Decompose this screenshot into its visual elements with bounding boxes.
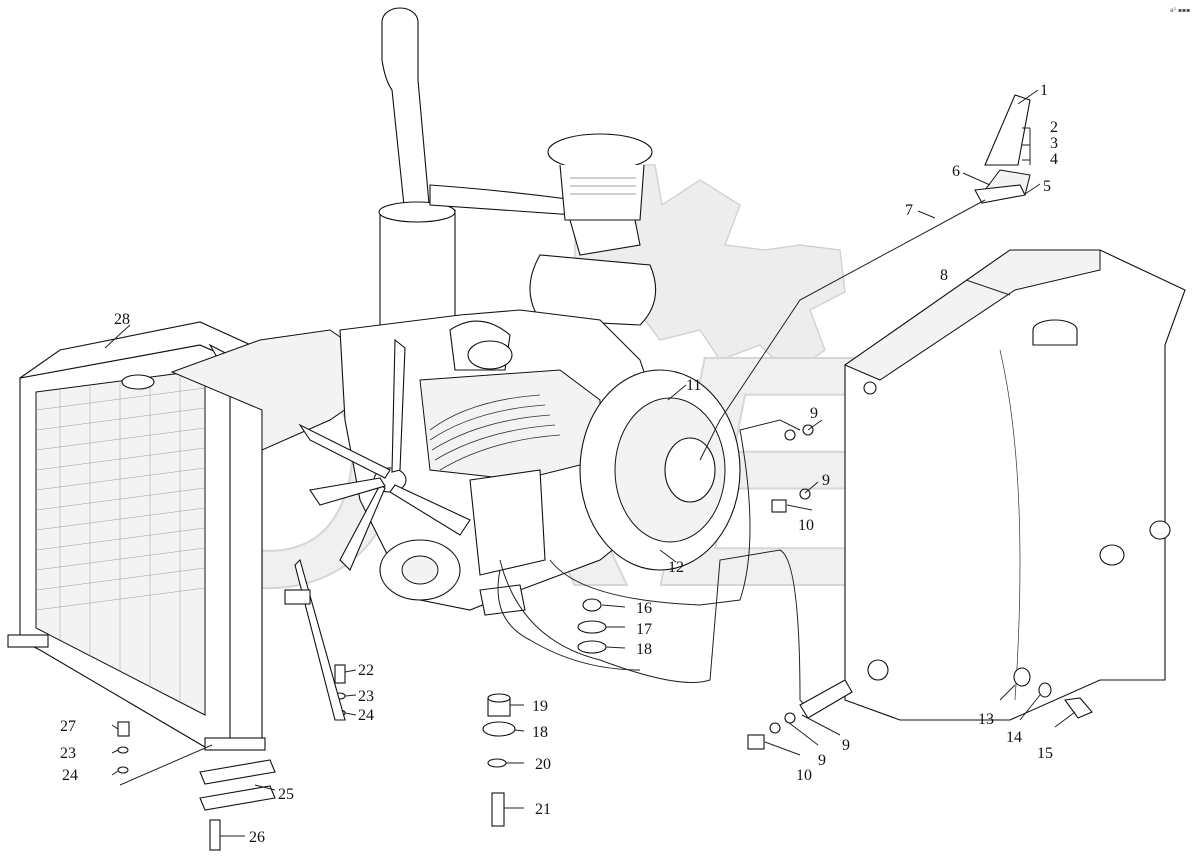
callout-3: 3	[1050, 135, 1058, 152]
injection-lines	[429, 394, 561, 471]
callout-4: 4	[1050, 151, 1058, 168]
engine	[339, 309, 661, 616]
callout-23b: 23	[60, 745, 76, 762]
air-cleaner	[529, 133, 657, 326]
callout-labels: 1 2 3 4 5 6 7 8 9 9 9 9 10 10 11 12 13 1…	[60, 82, 1058, 846]
callout-28: 28	[114, 311, 130, 328]
callout-10b: 10	[796, 767, 812, 784]
callout-24a: 24	[358, 707, 374, 724]
callout-9d: 9	[818, 752, 826, 769]
callout-1: 1	[1040, 82, 1048, 99]
callout-16: 16	[636, 600, 652, 617]
callout-10a: 10	[798, 517, 814, 534]
callout-18b: 18	[532, 724, 548, 741]
fuel-tank	[843, 249, 1186, 721]
throttle-cable	[699, 199, 986, 461]
corner-mark: a² ▪▪▪	[1170, 7, 1190, 14]
flywheel-housing	[579, 369, 741, 571]
radiator-core-mesh	[35, 373, 206, 702]
callout-26: 26	[249, 829, 265, 846]
exhaust-pipe	[378, 7, 576, 341]
callout-9b: 9	[822, 472, 830, 489]
callout-5: 5	[1043, 178, 1051, 195]
callout-9c: 9	[842, 737, 850, 754]
callout-22: 22	[358, 662, 374, 679]
callout-7: 7	[905, 202, 913, 219]
radiator	[7, 321, 396, 751]
callout-13: 13	[978, 711, 994, 728]
leader-lines	[104, 89, 1076, 837]
callout-11: 11	[686, 377, 701, 394]
callout-15: 15	[1037, 745, 1053, 762]
callout-19: 19	[532, 698, 548, 715]
callout-6: 6	[952, 163, 960, 180]
callout-25: 25	[278, 786, 294, 803]
callout-17: 17	[636, 621, 652, 638]
callout-20: 20	[535, 756, 551, 773]
accelerator-pedal	[974, 94, 1031, 204]
cooling-fan	[298, 338, 471, 571]
callout-23a: 23	[358, 688, 374, 705]
callout-14: 14	[1006, 729, 1022, 746]
callout-12: 12	[668, 559, 684, 576]
callout-21: 21	[535, 801, 551, 818]
hardware	[117, 424, 1093, 851]
callout-2: 2	[1050, 119, 1058, 136]
callout-24b: 24	[62, 767, 78, 784]
callout-27: 27	[60, 718, 76, 735]
callout-18a: 18	[636, 641, 652, 658]
callout-8: 8	[940, 267, 948, 284]
callout-9a: 9	[810, 405, 818, 422]
fuel-lines	[497, 419, 811, 713]
